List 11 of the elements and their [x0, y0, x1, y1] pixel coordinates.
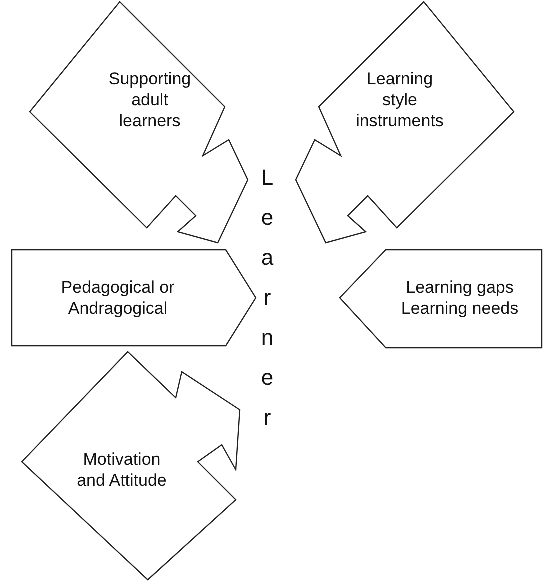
- arrow-shape: [12, 250, 256, 346]
- arrow-shape: [22, 352, 240, 580]
- callout-text: Supporting adult learners: [108, 68, 192, 132]
- vertical-label: Learner: [254, 165, 280, 445]
- arrow-shape: [30, 2, 248, 243]
- callout-text: Learning gaps Learning needs: [400, 277, 520, 319]
- callout-text: Learning style instruments: [355, 68, 445, 132]
- callout-text: Motivation and Attitude: [76, 449, 168, 491]
- callout-text: Pedagogical or Andragogical: [60, 277, 176, 319]
- arrow-shape: [340, 250, 542, 348]
- arrow-shape: [296, 2, 514, 243]
